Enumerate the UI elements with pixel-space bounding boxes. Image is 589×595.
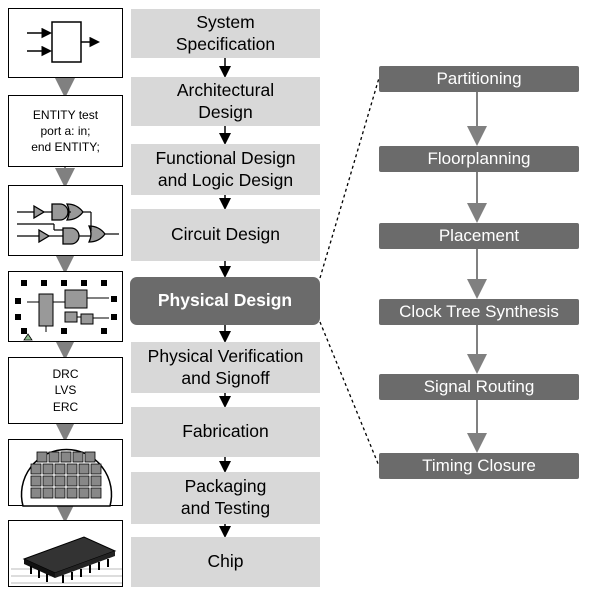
step-label: Fabrication	[182, 421, 269, 442]
step-functional-logic-design: Functional Design and Logic Design	[131, 144, 320, 195]
step-label: Physical Design	[157, 290, 293, 311]
step-label: Chip	[207, 551, 244, 572]
step-fabrication: Fabrication	[131, 407, 320, 457]
packaged-chip-thumbnail	[8, 520, 123, 587]
substep-label: Signal Routing	[423, 377, 535, 396]
substep-label: Timing Closure	[422, 456, 536, 475]
verification-checks-thumbnail: DRC LVS ERC	[8, 357, 123, 424]
step-label: Circuit Design	[171, 224, 280, 245]
wafer-icon	[20, 448, 113, 507]
logic-gates-icon	[17, 203, 119, 245]
substep-timing-closure: Timing Closure	[379, 453, 579, 479]
step-system-specification: System Specification	[131, 9, 320, 58]
block-diagram-icon	[27, 21, 100, 63]
block-diagram-thumbnail	[8, 8, 123, 78]
step-label: Functional Design and Logic Design	[155, 147, 296, 190]
chip-layout-icon	[15, 280, 117, 341]
substep-partitioning: Partitioning	[379, 66, 579, 92]
layout-thumbnail	[8, 271, 123, 342]
wafer-thumbnail	[8, 439, 123, 507]
step-label: Architectural Design	[176, 79, 275, 122]
check-drc: DRC	[52, 367, 79, 382]
hdl-code-thumbnail: ENTITY test port a: in; end ENTITY;	[8, 95, 123, 167]
substep-label: Floorplanning	[427, 149, 531, 168]
check-erc: ERC	[52, 399, 79, 414]
substep-signal-routing: Signal Routing	[379, 374, 579, 400]
step-physical-verification: Physical Verification and Signoff	[131, 342, 320, 393]
substep-floorplanning: Floorplanning	[379, 146, 579, 172]
substep-placement: Placement	[379, 223, 579, 249]
step-chip: Chip	[131, 537, 320, 587]
ic-package-icon	[11, 536, 122, 584]
step-label: Physical Verification and Signoff	[147, 345, 304, 388]
step-label: System Specification	[175, 11, 276, 54]
step-architectural-design: Architectural Design	[131, 77, 320, 126]
substep-label: Clock Tree Synthesis	[399, 302, 559, 321]
hdl-line: end ENTITY;	[31, 140, 100, 155]
hdl-line: ENTITY test	[32, 107, 99, 122]
substep-clock-tree-synthesis: Clock Tree Synthesis	[379, 299, 579, 325]
check-lvs: LVS	[54, 383, 77, 398]
step-physical-design: Physical Design	[130, 277, 320, 325]
expansion-lines	[319, 77, 380, 467]
step-packaging-testing: Packaging and Testing	[131, 472, 320, 524]
logic-gates-thumbnail	[8, 185, 123, 256]
step-label: Packaging and Testing	[180, 476, 271, 518]
substep-label: Partitioning	[436, 69, 522, 88]
substep-label: Placement	[438, 226, 520, 245]
step-circuit-design: Circuit Design	[131, 209, 320, 261]
hdl-line: port a: in;	[40, 123, 91, 138]
